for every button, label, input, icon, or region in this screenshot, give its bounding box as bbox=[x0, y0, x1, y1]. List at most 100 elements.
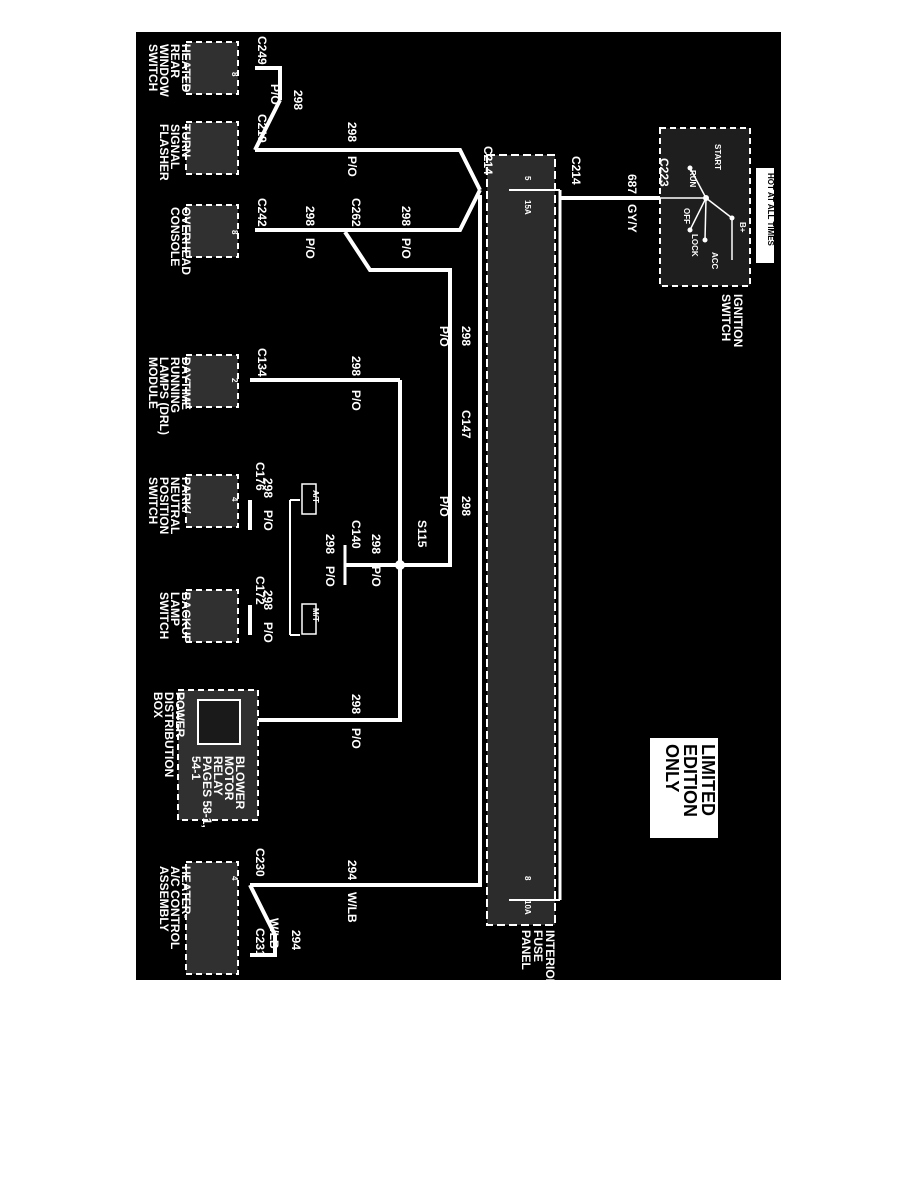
limited-edition-box: LIMITED EDITION ONLY bbox=[650, 738, 718, 838]
wire-wlb-label-b: W/LB bbox=[267, 918, 281, 949]
wire-298-label-j: 298 bbox=[369, 534, 383, 554]
backup-lamp-switch bbox=[185, 589, 239, 643]
ign-start-label: START bbox=[713, 144, 722, 170]
wire-294-c231-b bbox=[250, 935, 277, 957]
wire-298-label-i: 298 bbox=[323, 534, 337, 554]
c249-label: C249 bbox=[255, 36, 269, 65]
mt-badge-text: M/T bbox=[311, 608, 320, 622]
hot-at-all-times-banner: HOT AT ALL TIMES bbox=[756, 168, 775, 263]
hac-label-3: ASSEMBLY bbox=[157, 866, 171, 932]
oc-label-1: OVERHEAD bbox=[179, 207, 193, 275]
wire-labels: 298 P/O 298 P/O 298 P/O 298 P/O 298 P/O … bbox=[261, 84, 473, 950]
pdb-inner-2: MOTOR bbox=[222, 756, 236, 801]
wire-298-label-d: 298 bbox=[399, 206, 413, 226]
wire-298-label-f: 298 bbox=[349, 356, 363, 376]
pn-label-1: PARK/ bbox=[179, 477, 193, 514]
wire-po-label-f: P/O bbox=[349, 390, 363, 411]
wire-687-circuit: 687 bbox=[625, 174, 639, 194]
wire-298-label-l: 298 bbox=[349, 694, 363, 714]
wire-294-label-b: 294 bbox=[289, 930, 303, 950]
ign-run-label: RUN bbox=[688, 170, 697, 188]
fuse-b-rating: 10A bbox=[523, 900, 532, 915]
wire-298-label-c: 298 bbox=[303, 206, 317, 226]
c223-label: C223 bbox=[657, 158, 671, 187]
drl-label-1: DAYTIME bbox=[179, 357, 193, 410]
tsf-label-2: SIGNAL bbox=[168, 124, 182, 169]
hot-at-all-times-text: HOT AT ALL TIMES bbox=[766, 173, 775, 247]
drl-label-2: RUNNING bbox=[168, 357, 182, 413]
pdb-label-3: BOX bbox=[151, 692, 165, 718]
wire-po-label-c: P/O bbox=[303, 238, 317, 259]
s115-label: S115 bbox=[415, 520, 429, 548]
wire-298-label-g: 298 bbox=[459, 496, 473, 516]
drl-module: 2 bbox=[185, 354, 239, 408]
wire-298-network bbox=[250, 66, 482, 887]
tsf-label-1: TURN bbox=[179, 124, 193, 157]
c242-label: C242 bbox=[255, 198, 269, 227]
at-badge: A/T bbox=[301, 483, 320, 515]
interior-fuse-panel: 5 15A 8 10A bbox=[486, 154, 562, 926]
pn-label-4: SWITCH bbox=[146, 477, 160, 524]
c214-left-label: C214 bbox=[481, 146, 495, 175]
wire-po-label-a: P/O bbox=[268, 84, 282, 105]
c214-input-label: C214 bbox=[569, 156, 583, 185]
hrw-label-2: REAR bbox=[168, 44, 182, 78]
heater-ac-control: 4 bbox=[185, 861, 239, 975]
ign-acc-label: ACC bbox=[710, 252, 719, 270]
pdb-inner-4: PAGES 58-1, bbox=[200, 756, 214, 828]
ign-lock-label: LOCK bbox=[690, 234, 699, 257]
hac-label-2: A/C CONTROL bbox=[168, 866, 182, 949]
c172-label: C172 bbox=[253, 576, 267, 605]
hrw-label-4: SWITCH bbox=[146, 44, 160, 91]
bl-label-2: LAMP bbox=[168, 592, 182, 626]
at-badge-text: A/T bbox=[311, 490, 320, 503]
oc-label-2: CONSOLE bbox=[168, 207, 182, 266]
wire-298-label-a: 298 bbox=[291, 90, 305, 110]
hrw-label-1: HEATED bbox=[179, 44, 193, 93]
wire-po-label-g: P/O bbox=[437, 496, 451, 517]
limited-edition-line-1: LIMITED bbox=[698, 744, 718, 816]
wire-298-label-b: 298 bbox=[345, 122, 359, 142]
heated-rear-window-switch: 8 bbox=[185, 41, 239, 95]
pdb-label-2: DISTRIBUTION bbox=[162, 692, 176, 777]
drl-label-3: LAMPS (DRL) bbox=[157, 357, 171, 435]
ignition-switch: START RUN OFF LOCK ACC B+ bbox=[659, 127, 751, 287]
bl-label-1: BACKUP bbox=[179, 592, 193, 643]
pdb-label-1: POWER bbox=[173, 692, 187, 738]
c147-label: C147 bbox=[459, 410, 473, 439]
hrw-label-3: WINDOW bbox=[157, 44, 171, 97]
wire-po-label-e: P/O bbox=[437, 326, 451, 347]
wire-298-label-k: 298 bbox=[261, 590, 275, 610]
park-neutral-pin: 4 bbox=[230, 497, 239, 502]
pdb-inner-1: BLOWER bbox=[233, 756, 247, 810]
ign-bplus-label: B+ bbox=[738, 222, 747, 233]
pdb-inner-3: RELAY bbox=[211, 756, 225, 796]
hac-label-1: HEATER- bbox=[179, 866, 193, 918]
heated-rear-window-pin: 8 bbox=[230, 72, 239, 77]
drl-label-4: MODULE bbox=[146, 357, 160, 409]
fuse-panel-title-2: FUSE bbox=[531, 930, 545, 962]
power-distribution-box: BLOWER MOTOR RELAY PAGES 58-1, 54-1 bbox=[177, 689, 259, 828]
fuse-panel-title-3: PANEL bbox=[519, 930, 533, 970]
wire-po-label-h: P/O bbox=[261, 510, 275, 531]
ign-off-label: OFF bbox=[682, 208, 691, 224]
splice-s115 bbox=[395, 560, 405, 570]
wire-687-color: GY/Y bbox=[625, 204, 639, 233]
wire-294-label-a: 294 bbox=[345, 860, 359, 880]
drl-module-pin: 2 bbox=[230, 378, 239, 383]
pn-label-3: POSITION bbox=[157, 477, 171, 534]
ignition-switch-title-1: IGNITION bbox=[731, 294, 745, 347]
c176-label: C176 bbox=[253, 462, 267, 491]
heater-ac-pin: 4 bbox=[230, 876, 239, 881]
wire-po-label-l: P/O bbox=[349, 728, 363, 749]
fuse-a-rating: 15A bbox=[523, 200, 532, 215]
overhead-console: 8 bbox=[185, 204, 239, 258]
overhead-console-pin: 8 bbox=[230, 230, 239, 235]
wire-298-label-h: 298 bbox=[261, 478, 275, 498]
c231-label: C231 bbox=[253, 928, 267, 957]
wire-po-label-j: P/O bbox=[369, 566, 383, 587]
bl-label-3: SWITCH bbox=[157, 592, 171, 639]
tsf-label-3: FLASHER bbox=[157, 124, 171, 181]
park-neutral-switch: 4 bbox=[185, 474, 239, 528]
fuse-panel-title-1: INTERIOR bbox=[543, 930, 557, 988]
